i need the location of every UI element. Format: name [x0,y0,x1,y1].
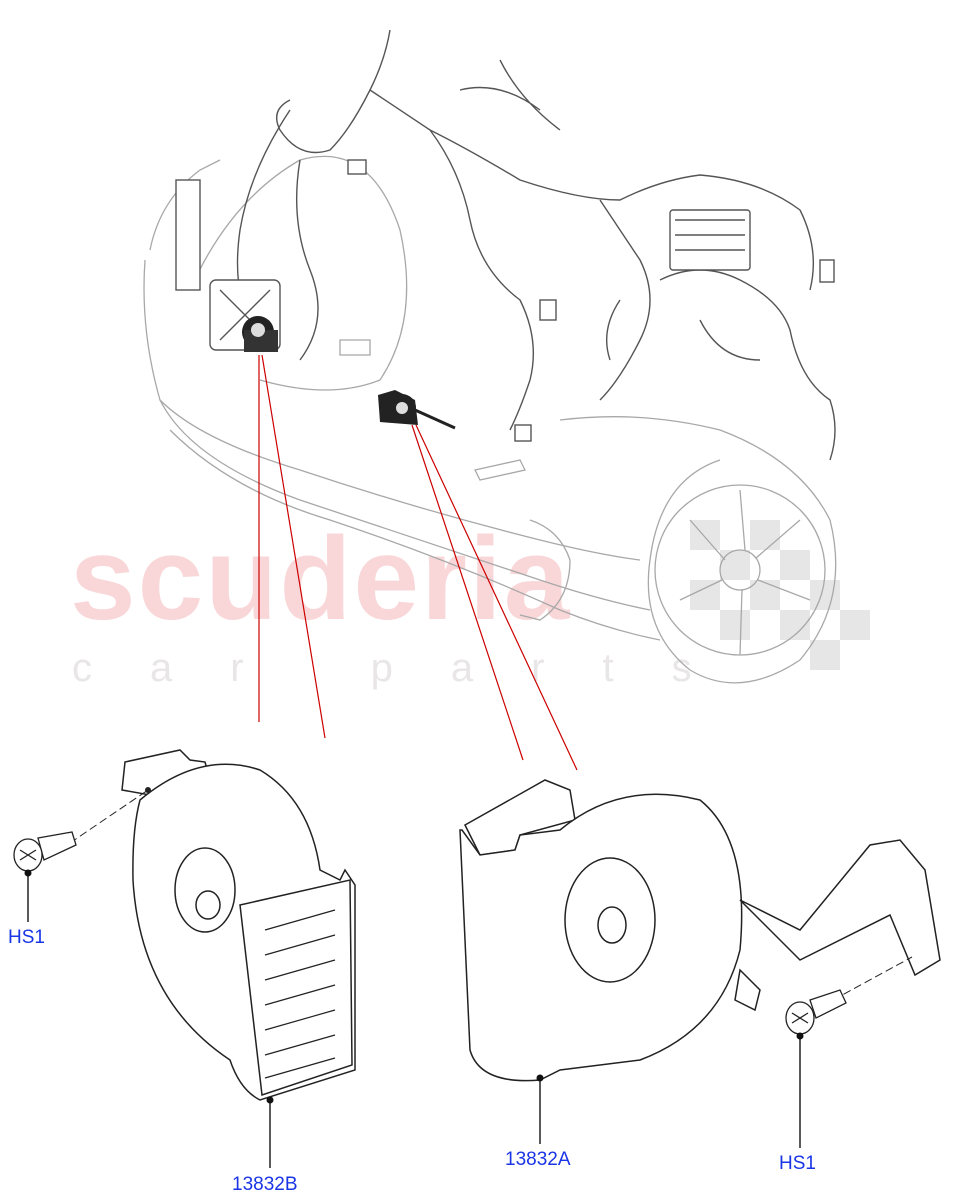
wiring-harness [175,29,836,461]
leader-lines [258,354,578,771]
vehicle-body-outline [143,155,837,684]
callout-hs1-left[interactable]: HS1 [8,927,45,948]
callout-13832b[interactable]: 13832B [232,1174,298,1195]
callout-leaders [27,873,801,1168]
bolt-hs1-left [13,831,77,872]
callout-hs1-right[interactable]: HS1 [779,1153,816,1174]
horn-location-left [242,316,278,352]
bolt-hs1-right [785,989,847,1035]
horn-location-right [378,390,456,430]
horn-13832a [459,779,941,1082]
checker-flag-watermark [690,520,870,670]
watermark-brand: scuderia [70,513,572,645]
callout-13832a[interactable]: 13832A [505,1149,571,1170]
horn-13832b [121,749,356,1101]
watermark-tagline: car parts [72,646,750,690]
